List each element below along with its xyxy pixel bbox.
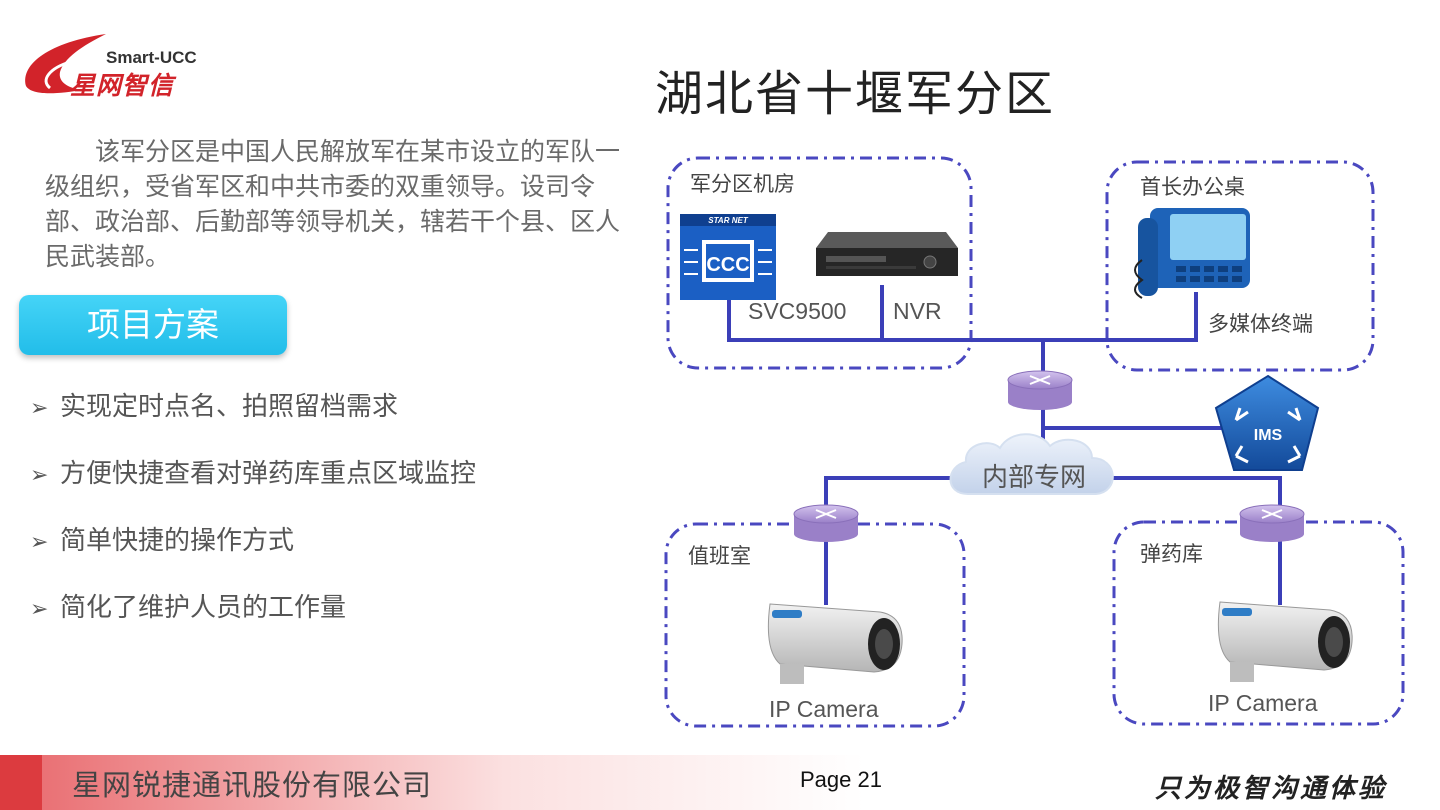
footer-accent-bar xyxy=(0,755,42,810)
router-icon xyxy=(793,504,859,542)
bullet-arrow-icon: ➢ xyxy=(30,530,49,555)
ip-camera-right xyxy=(1217,601,1353,682)
multimedia-terminal-device xyxy=(1134,208,1250,299)
nvr-label: NVR xyxy=(893,298,942,324)
page-number: Page 21 xyxy=(800,767,882,792)
company-name: 星网锐捷通讯股份有限公司 xyxy=(72,768,433,802)
bullet-text: 方便快捷查看对弹药库重点区域监控 xyxy=(60,459,477,489)
router-icon xyxy=(1239,504,1305,542)
bullet-text: 实现定时点名、拍照留档需求 xyxy=(60,392,399,422)
zone-label-commander-desk: 首长办公桌 xyxy=(1140,175,1245,199)
svc9500-label: SVC9500 xyxy=(748,298,847,324)
bullet-item: ➢ 实现定时点名、拍照留档需求 xyxy=(30,389,398,425)
logo-chinese-text: 星网智信 xyxy=(70,71,175,100)
multimedia-terminal-label: 多媒体终端 xyxy=(1208,312,1313,336)
footer-slogan: 只为极智沟通体验 xyxy=(1155,774,1388,804)
company-logo xyxy=(25,34,106,94)
bullet-text: 简单快捷的操作方式 xyxy=(60,526,295,556)
internal-network-label: 内部专网 xyxy=(982,463,1087,493)
ip-camera-right-label: IP Camera xyxy=(1208,690,1318,716)
intro-paragraph: 该军分区是中国人民解放军在某市设立的军队一级组织，受省军区和中共市委的双重领导。… xyxy=(45,137,621,271)
ims-server-icon: IMS xyxy=(1214,374,1320,471)
zone-label-duty-room: 值班室 xyxy=(688,544,751,568)
ip-camera-left xyxy=(767,603,903,684)
zone-commander-desk xyxy=(1105,160,1375,372)
zone-label-ammo-depot: 弹药库 xyxy=(1140,542,1203,566)
project-plan-button[interactable]: 项目方案 xyxy=(19,295,287,355)
bullet-item: ➢ 简单快捷的操作方式 xyxy=(30,523,294,559)
slide-title: 湖北省十堰军分区 xyxy=(654,66,1055,122)
bullet-item: ➢ 简化了维护人员的工作量 xyxy=(30,590,346,626)
logo-english-text: Smart-UCC xyxy=(106,48,197,67)
bullet-arrow-icon: ➢ xyxy=(30,396,49,421)
ccc-label: CCC xyxy=(706,254,749,276)
ccc-top-text: STAR NET xyxy=(708,216,749,225)
ip-camera-left-label: IP Camera xyxy=(769,696,879,722)
bullet-arrow-icon: ➢ xyxy=(30,597,49,622)
bullet-arrow-icon: ➢ xyxy=(30,463,49,488)
internal-network-cloud-icon xyxy=(949,433,1114,495)
svc9500-device: STAR NET CCC xyxy=(680,214,776,300)
ims-label: IMS xyxy=(1254,427,1283,444)
zone-label-server-room: 军分区机房 xyxy=(690,172,795,196)
nvr-device xyxy=(816,232,958,276)
bullet-item: ➢ 方便快捷查看对弹药库重点区域监控 xyxy=(30,456,476,492)
footer-band xyxy=(0,755,1440,810)
router-icon xyxy=(1007,370,1073,410)
bullet-text: 简化了维护人员的工作量 xyxy=(60,593,347,623)
